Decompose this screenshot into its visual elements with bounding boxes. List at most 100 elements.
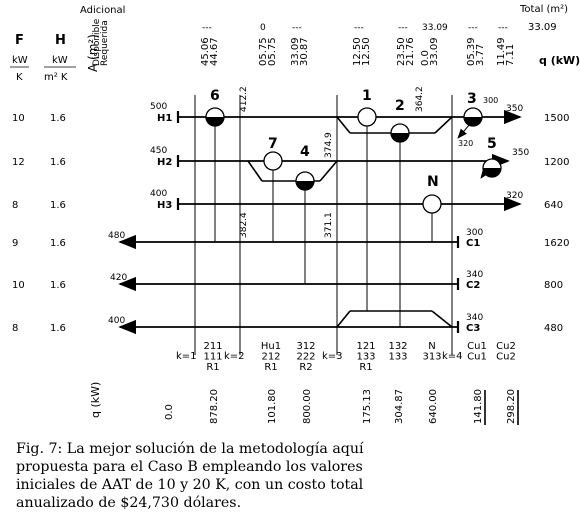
area-disponible: 12.50: [352, 37, 363, 66]
stream-temp-in: 500: [150, 102, 167, 112]
stream-id: H3: [157, 200, 172, 211]
exchanger-number: 1: [362, 88, 372, 104]
stream-F: 12: [12, 157, 25, 168]
exchanger-number: 2: [395, 98, 405, 114]
area-adicional: ---: [398, 23, 408, 33]
stream-q: 480: [544, 323, 563, 334]
exchanger-code-part: R1: [206, 362, 219, 373]
exchanger-code-part: R1: [359, 362, 372, 373]
duty-value: 141.80: [473, 389, 484, 424]
stream-q: 800: [544, 280, 563, 291]
q-row-label: q (kW): [89, 382, 102, 418]
exchanger-number: N: [427, 174, 439, 190]
exchanger-7: 7: [263, 136, 283, 171]
area-requerida: 44.67: [209, 37, 220, 66]
exchanger-number: 7: [268, 136, 278, 152]
total-value: 33.09: [528, 22, 557, 33]
stream-H: 1.6: [50, 238, 66, 249]
stream-F: 8: [12, 200, 18, 211]
interval-temp: 412.2: [239, 86, 249, 112]
stage-label: k=1: [176, 351, 197, 362]
ex3-temp-in: 300: [483, 96, 498, 105]
area-requerida: 7.11: [505, 44, 516, 66]
exchanger-4: 4: [295, 144, 315, 191]
stage-boundaries: [194, 95, 453, 355]
exchanger-6: 6: [205, 88, 225, 127]
interval-temp: 364.2: [415, 86, 425, 112]
stream-H: 1.6: [50, 157, 66, 168]
col-F-header: F: [15, 33, 24, 48]
exchanger-code-part: 313: [422, 352, 441, 363]
stream-H: 1.6: [50, 280, 66, 291]
adicional-header: Adicional: [80, 5, 125, 16]
interval-temp: 374.9: [324, 132, 334, 158]
exchanger-code-part: Hu1: [261, 341, 281, 352]
area-adicional: ---: [292, 23, 302, 33]
duty-value: 640.00: [428, 389, 439, 424]
exchanger-code-part: R2: [299, 362, 312, 373]
stream-F: 9: [12, 238, 18, 249]
duty-value: 101.80: [267, 389, 278, 424]
col-H-header: H: [55, 33, 66, 48]
stream-temp-in: 340: [466, 313, 483, 323]
unit-H-bottom: m² K: [44, 72, 68, 83]
stream-id: C2: [466, 280, 480, 291]
unit-F-top: kW: [12, 55, 28, 66]
stream-temp-out: 350: [506, 104, 523, 114]
disponible-label: Disponible: [92, 18, 102, 66]
area-requerida: 12.50: [361, 37, 372, 66]
stream-q: 1500: [544, 113, 569, 124]
area-adicional: ---: [468, 23, 478, 33]
area-disponible: 11.49: [496, 37, 507, 66]
exchanger-code-part: 132: [388, 341, 407, 352]
area-label: A (m²): [86, 34, 100, 72]
area-adicional: ---: [202, 23, 212, 33]
total-label: Total (m²): [519, 4, 568, 15]
duty-value: 878.20: [209, 389, 220, 424]
stream-F: 8: [12, 323, 18, 334]
area-adicional: ---: [498, 23, 508, 33]
stream-H: 1.6: [50, 323, 66, 334]
exchanger-number: 4: [300, 144, 310, 160]
stream-temp-in: 340: [466, 270, 483, 280]
exchanger-2: 2: [390, 98, 410, 143]
unit-H-top: kW: [52, 55, 68, 66]
stream-id: H2: [157, 157, 172, 168]
stream-H: 1.6: [50, 113, 66, 124]
exchanger-code-part: 133: [388, 352, 407, 363]
area-disponible: 05.39: [466, 37, 477, 66]
q-header: q (kW): [539, 54, 580, 67]
stream-temp-out: 420: [110, 273, 127, 283]
area-requerida: 30.87: [299, 37, 310, 66]
duty-zero: 0.0: [164, 404, 175, 420]
exchanger-3: 3: [463, 91, 483, 127]
exchanger-code-part: Cu1: [467, 341, 487, 352]
exchanger-5: 5: [482, 136, 502, 178]
duty-value: 304.87: [394, 389, 405, 424]
figure-caption: Fig. 7: La mejor solución de la metodolo…: [16, 441, 364, 511]
stream-temp-out: 480: [108, 231, 125, 241]
interval-temp: 382.4: [239, 212, 249, 238]
stream-id: C3: [466, 323, 480, 334]
area-disponible: 45.06: [200, 37, 211, 66]
ex3-temp-out: 320: [458, 139, 473, 148]
exchanger-code-part: Cu2: [496, 341, 516, 352]
area-requerida: 05.75: [267, 37, 278, 66]
interval-temp: 371.1: [324, 212, 334, 238]
exchanger-number: 5: [487, 136, 497, 152]
exchanger-code-part: 111: [203, 352, 222, 363]
requerida-label: Requerida: [100, 20, 110, 66]
area-requerida: 33.09: [429, 37, 440, 66]
duty-value: 298.20: [506, 389, 517, 424]
stream-temp-in: 400: [150, 189, 167, 199]
area-adicional: 33.09: [422, 23, 448, 33]
area-requerida: 3.77: [475, 44, 486, 66]
exchanger-code-part: N: [428, 341, 435, 352]
exchanger-code-part: Cu2: [496, 352, 516, 363]
exchanger-code-part: 212: [261, 352, 280, 363]
